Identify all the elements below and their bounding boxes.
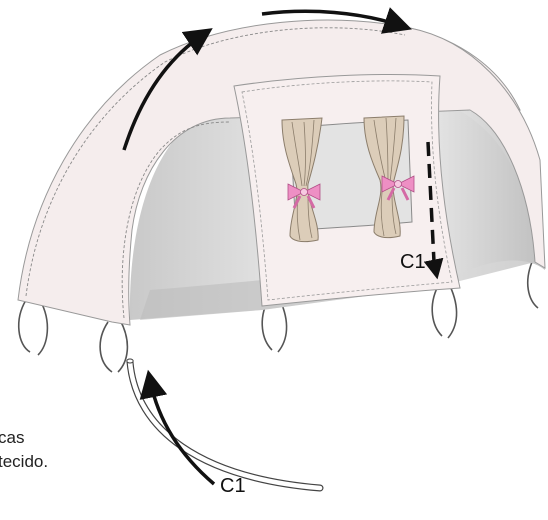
label-c1-rod: C1 xyxy=(220,475,246,497)
window-panel xyxy=(234,74,460,306)
label-c1-panel: C1 xyxy=(400,251,426,273)
side-text-line1: cas xyxy=(0,426,24,450)
rod xyxy=(127,359,320,488)
side-text-line2: tecido. xyxy=(0,450,48,474)
